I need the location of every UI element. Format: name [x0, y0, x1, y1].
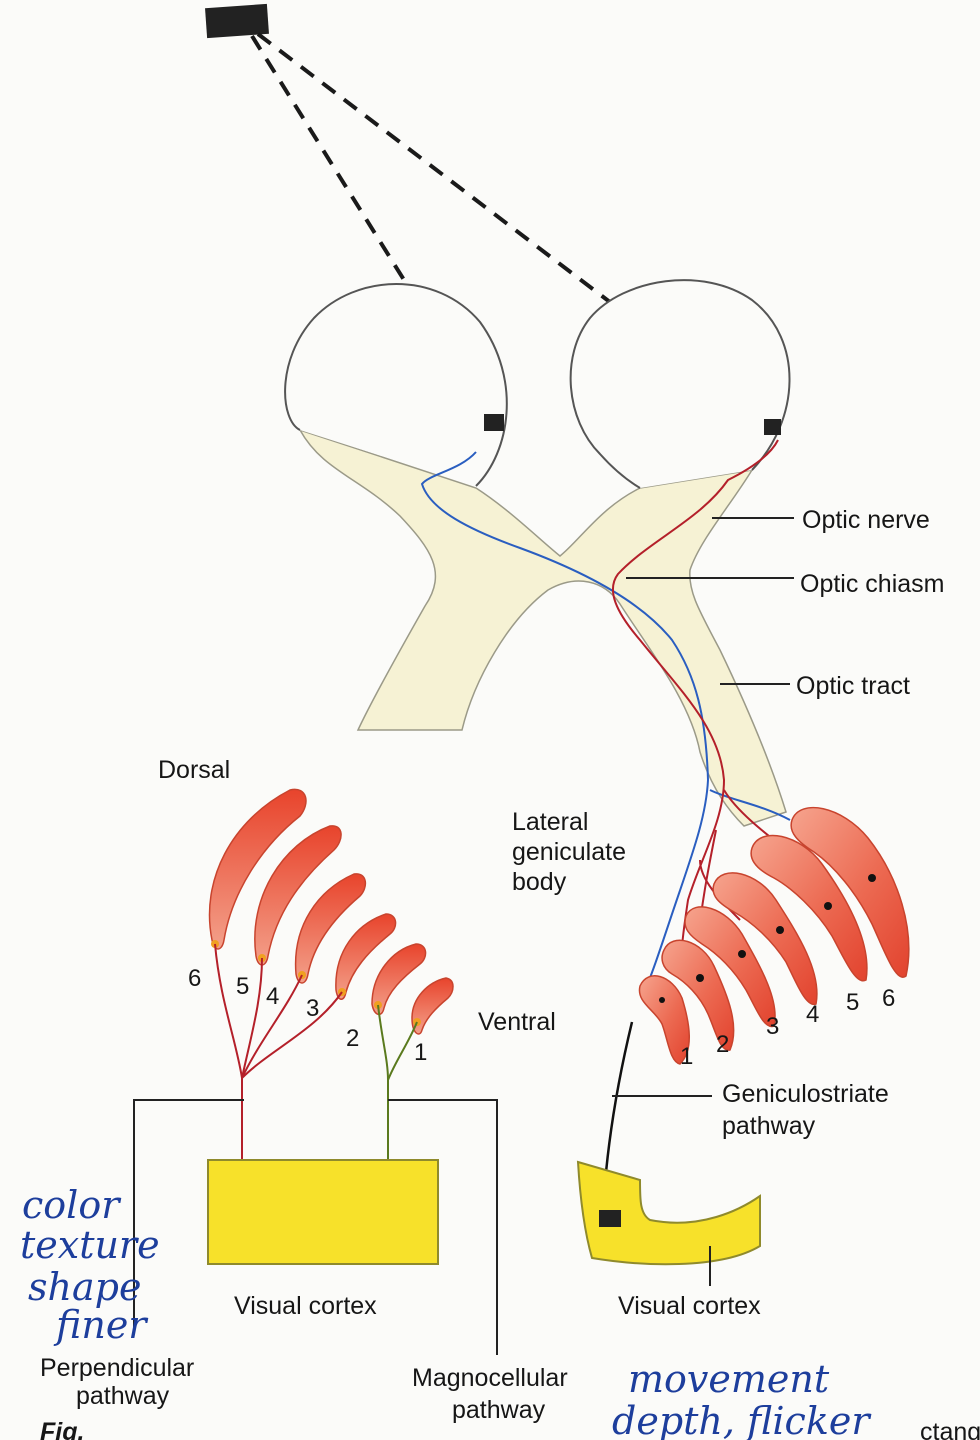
lgn-dot: [868, 874, 876, 882]
lgn-dot: [824, 902, 832, 910]
magnocellular-label-line2: pathway: [452, 1396, 546, 1424]
right-layer-label: 1: [680, 1043, 693, 1070]
lgb-label-line3: body: [512, 868, 567, 896]
handwritten-note: movement: [628, 1357, 830, 1401]
right-retina-image: [764, 419, 781, 435]
right-eyeball: [571, 280, 790, 488]
handwritten-note: depth, flicker: [612, 1399, 872, 1440]
dorsal-label: Dorsal: [158, 756, 230, 784]
ventral-label: Ventral: [478, 1008, 556, 1036]
figure-caption-fragment: Fig.: [40, 1418, 84, 1440]
geniculostriate-label-line2: pathway: [722, 1112, 816, 1140]
visual-cortex-left-label: Visual cortex: [234, 1292, 377, 1320]
lgn-dot: [776, 926, 784, 934]
lgb-label-line1: Lateral: [512, 808, 588, 836]
lgb-label-line2: geniculate: [512, 838, 626, 866]
geniculostriate-label-line1: Geniculostriate: [722, 1080, 889, 1108]
cortex-image: [599, 1210, 621, 1227]
magnocellular-axon: [388, 1022, 417, 1080]
optic-chiasm-label: Optic chiasm: [800, 570, 944, 598]
handwritten-note: texture: [20, 1223, 160, 1267]
left-layer-label: 1: [414, 1039, 427, 1066]
left-layer-label: 4: [266, 983, 279, 1010]
left-layer-label: 3: [306, 995, 319, 1022]
optic-pathway: [300, 430, 786, 826]
left-layer-label: 6: [188, 965, 201, 992]
left-layer-label: 5: [236, 973, 249, 1000]
lgn-dot: [696, 974, 704, 982]
magnocellular-label-line1: Magnocellular: [412, 1364, 568, 1392]
right-layer-label: 6: [882, 985, 895, 1012]
cut-off-text: ctangula: [920, 1418, 980, 1440]
left-layer-label: 2: [346, 1025, 359, 1052]
right-layer-label: 3: [766, 1013, 779, 1040]
optic-tract-label: Optic tract: [796, 672, 910, 700]
right-layer-label: 2: [716, 1031, 729, 1058]
left-retina-image: [484, 414, 504, 431]
visual-cortex-right-label: Visual cortex: [618, 1292, 761, 1320]
optic-nerve-label: Optic nerve: [802, 506, 930, 534]
lgn-dot: [659, 997, 665, 1003]
perpendicular-label-line1: Perpendicular: [40, 1354, 194, 1382]
handwritten-note: finer: [53, 1303, 149, 1347]
right-layer-label: 5: [846, 989, 859, 1016]
visual-cortex-block: [208, 1160, 438, 1264]
lgn-dot: [738, 950, 746, 958]
perpendicular-label-line2: pathway: [76, 1382, 170, 1410]
magnocellular-axon: [378, 1005, 388, 1160]
handwritten-note: color: [22, 1183, 122, 1227]
right-layer-label: 4: [806, 1001, 819, 1028]
